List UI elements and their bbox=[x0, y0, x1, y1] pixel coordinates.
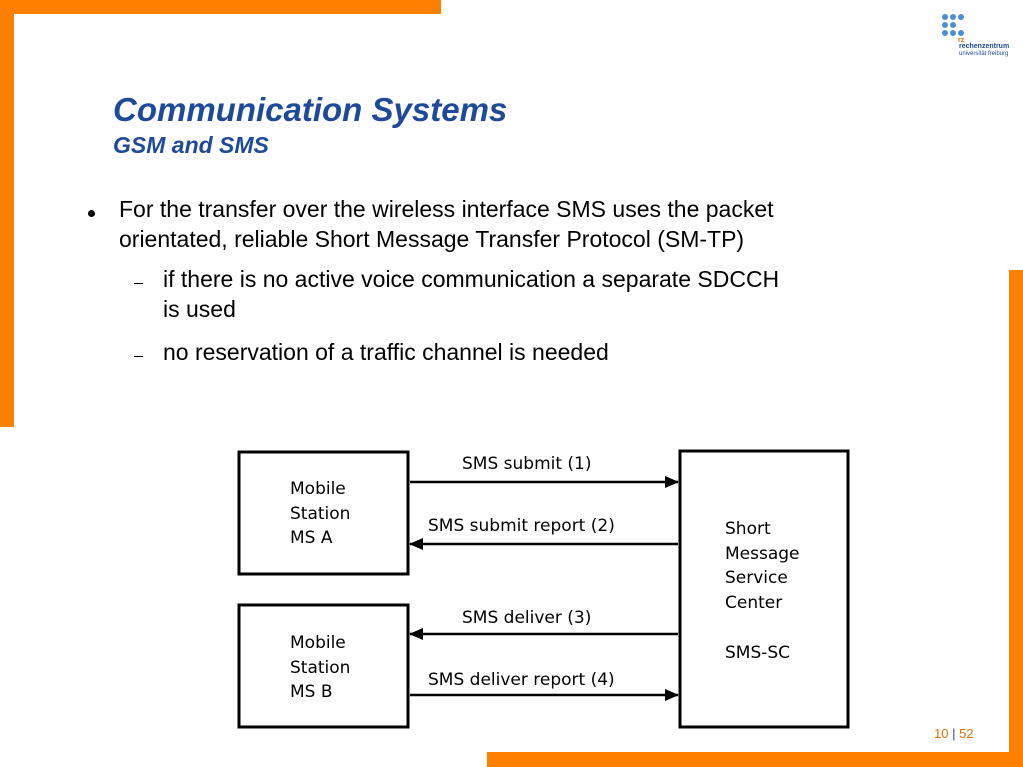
page-separator: | bbox=[952, 726, 956, 741]
slide-title: Communication Systems bbox=[113, 91, 508, 128]
rechenzentrum-logo: rz rechenzentrum universität freiburg bbox=[938, 14, 1018, 64]
ms-a-label-1: Mobile bbox=[290, 479, 346, 499]
sub-bullet-2-line-1: no reservation of a traffic channel is n… bbox=[163, 339, 609, 365]
smsc-label-3: Service bbox=[725, 568, 788, 588]
ms-a-label-3: MS A bbox=[290, 528, 333, 548]
sms-flow-diagram: Mobile Station MS A Mobile Station MS B … bbox=[237, 449, 850, 729]
logo-dots-icon bbox=[940, 14, 968, 44]
ms-b-label-2: Station bbox=[290, 658, 350, 678]
ms-b-label-1: Mobile bbox=[290, 633, 346, 653]
ms-a-box bbox=[237, 450, 410, 576]
smsc-label-6: SMS-SC bbox=[725, 643, 790, 663]
slide-subtitle: GSM and SMS bbox=[113, 132, 269, 158]
top-accent-bar bbox=[0, 0, 441, 14]
bullet-line-1: For the transfer over the wireless inter… bbox=[119, 196, 774, 222]
page-number: 10 | 52 bbox=[934, 726, 974, 741]
smsc-label-4: Center bbox=[725, 593, 782, 613]
smsc-label-1: Short bbox=[725, 519, 771, 539]
sub-bullet-dash-icon bbox=[134, 283, 143, 284]
label-sms-submit-report: SMS submit report (2) bbox=[428, 516, 615, 536]
smsc-label-2: Message bbox=[725, 544, 800, 564]
logo-initials: rz bbox=[958, 37, 965, 44]
sub-bullet-1-line-2: is used bbox=[163, 296, 236, 322]
sub-bullet-1-line-1: if there is no active voice communicatio… bbox=[163, 266, 780, 292]
logo-line2: universität freiburg bbox=[959, 51, 1009, 57]
smsc-box bbox=[678, 449, 850, 729]
label-sms-deliver: SMS deliver (3) bbox=[462, 608, 591, 628]
label-sms-submit: SMS submit (1) bbox=[462, 454, 592, 474]
ms-a-label-2: Station bbox=[290, 504, 350, 524]
sub-bullet-dash-icon bbox=[134, 356, 143, 357]
left-accent-bar bbox=[0, 0, 14, 427]
page-total: 52 bbox=[959, 726, 974, 741]
ms-b-label-3: MS B bbox=[290, 682, 333, 702]
right-accent-bar bbox=[1009, 270, 1023, 767]
logo-line1: rechenzentrum bbox=[959, 43, 1010, 50]
ms-b-box bbox=[237, 603, 410, 729]
bottom-accent-bar bbox=[487, 752, 1023, 767]
bullet-line-2: orientated, reliable Short Message Trans… bbox=[119, 226, 745, 252]
bullet-dot-icon bbox=[88, 210, 95, 217]
label-sms-deliver-report: SMS deliver report (4) bbox=[428, 670, 615, 690]
page-current: 10 bbox=[934, 726, 949, 741]
